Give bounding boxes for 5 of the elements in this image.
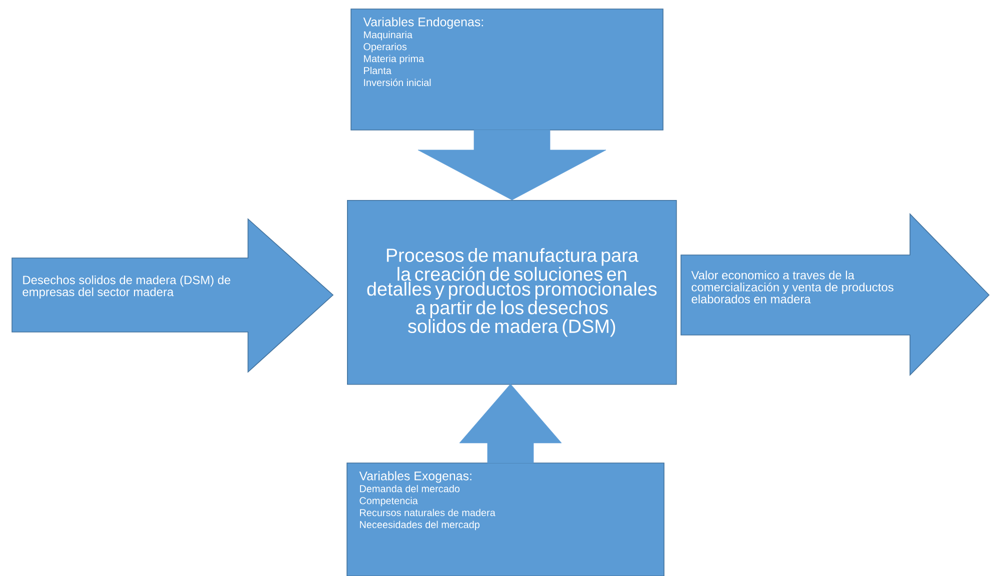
variables-box: Variables Endogenas: Maquinaria Operarios Materia prima Planta Inversión inicial: [350, 8, 664, 130]
block-arrow: [459, 384, 562, 464]
variables-box: Variables Exogenas: Demanda del mercado Competencia Recursos naturales de madera Neceesidades del mercadp: [346, 462, 664, 576]
process-box: Procesos de manufactura para la creación de soluciones en detalles y productos promocionales a partir de los desechos solidos de madera (DSM): [347, 200, 677, 385]
block-arrow: [418, 130, 606, 200]
